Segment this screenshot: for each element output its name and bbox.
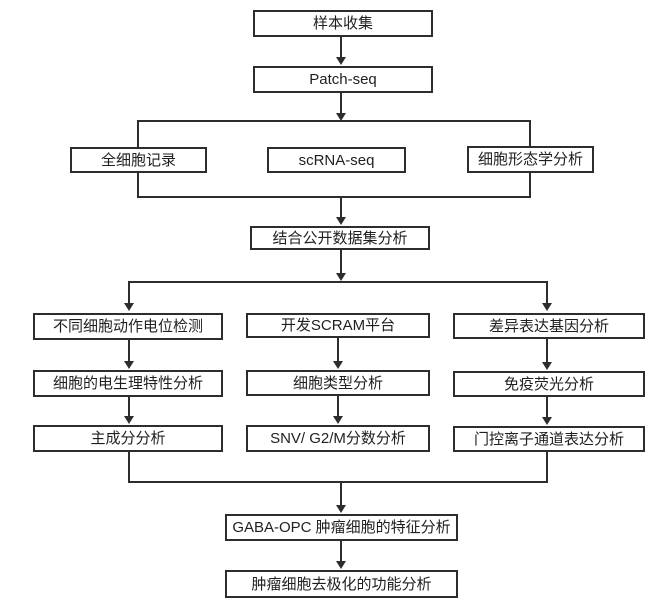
- arrowhead-publicdataset-to-split: [336, 273, 346, 281]
- node-pca: 主成分分析: [33, 425, 223, 452]
- connector-split-to-left-column: [128, 283, 130, 304]
- node-whole-cell-recording: 全细胞记录: [70, 147, 207, 173]
- node-scrna-seq: scRNA-seq: [267, 147, 406, 173]
- connector-electrophysiology-to-pca: [128, 397, 130, 417]
- connector-deg-to-immunofluorescence: [546, 339, 548, 363]
- connector-split-to-right-column: [546, 283, 548, 304]
- connector-publicdataset-to-split: [340, 250, 342, 274]
- node-cell-type: 细胞类型分析: [246, 370, 430, 396]
- node-patch-seq: Patch-seq: [253, 66, 433, 93]
- node-cell-morphology: 细胞形态学分析: [467, 146, 594, 173]
- connector-patchseq-to-branch: [340, 93, 342, 114]
- node-public-dataset: 结合公开数据集分析: [250, 226, 430, 250]
- arrowhead-merge-to-gabaopc: [336, 505, 346, 513]
- connector-gabaopc-to-depolarization: [340, 541, 342, 562]
- arrowhead-branch-to-publicdataset: [336, 217, 346, 225]
- arrowhead-actionpotential-to-electrophysiology: [124, 361, 134, 369]
- node-gaba-opc: GABA-OPC 肿瘤细胞的特征分析: [225, 514, 458, 541]
- arrowhead-celltype-to-snv: [333, 416, 343, 424]
- arrowhead-split-to-right-column: [542, 303, 552, 311]
- arrowhead-gabaopc-to-depolarization: [336, 561, 346, 569]
- connector-merge-bar: [128, 481, 548, 483]
- connector-branch-bar-bottom: [137, 196, 531, 198]
- connector-sample-to-patchseq: [340, 37, 342, 58]
- connector-branch-to-publicdataset: [340, 198, 342, 218]
- node-differential-expression: 差异表达基因分析: [453, 313, 645, 339]
- node-depolarization: 肿瘤细胞去极化的功能分析: [225, 570, 458, 598]
- connector-right-column-to-merge: [546, 451, 548, 483]
- connector-branch-bar-top: [137, 120, 531, 122]
- connector-scram-to-celltype: [337, 338, 339, 362]
- arrowhead-deg-to-immunofluorescence: [542, 362, 552, 370]
- node-scram-platform: 开发SCRAM平台: [246, 313, 430, 338]
- connector-split-bar: [128, 281, 548, 283]
- connector-immunofluorescence-to-ionchannel: [546, 397, 548, 418]
- node-snv-g2m: SNV/ G2/M分数分析: [246, 425, 430, 452]
- node-ion-channel: 门控离子通道表达分析: [453, 426, 645, 452]
- arrowhead-patchseq-to-branch: [336, 113, 346, 121]
- node-electrophysiology: 细胞的电生理特性分析: [33, 370, 223, 397]
- node-action-potential: 不同细胞动作电位检测: [33, 313, 223, 340]
- connector-actionpotential-to-electrophysiology: [128, 340, 130, 362]
- node-sample-collection: 样本收集: [253, 10, 433, 37]
- connector-merge-to-gabaopc: [340, 483, 342, 506]
- connector-left-column-to-merge: [128, 451, 130, 483]
- arrowhead-scram-to-celltype: [333, 361, 343, 369]
- arrowhead-sample-to-patchseq: [336, 57, 346, 65]
- arrowhead-electrophysiology-to-pca: [124, 416, 134, 424]
- arrowhead-immunofluorescence-to-ionchannel: [542, 417, 552, 425]
- arrowhead-split-to-left-column: [124, 303, 134, 311]
- node-immunofluorescence: 免疫荧光分析: [453, 371, 645, 397]
- connector-celltype-to-snv: [337, 396, 339, 417]
